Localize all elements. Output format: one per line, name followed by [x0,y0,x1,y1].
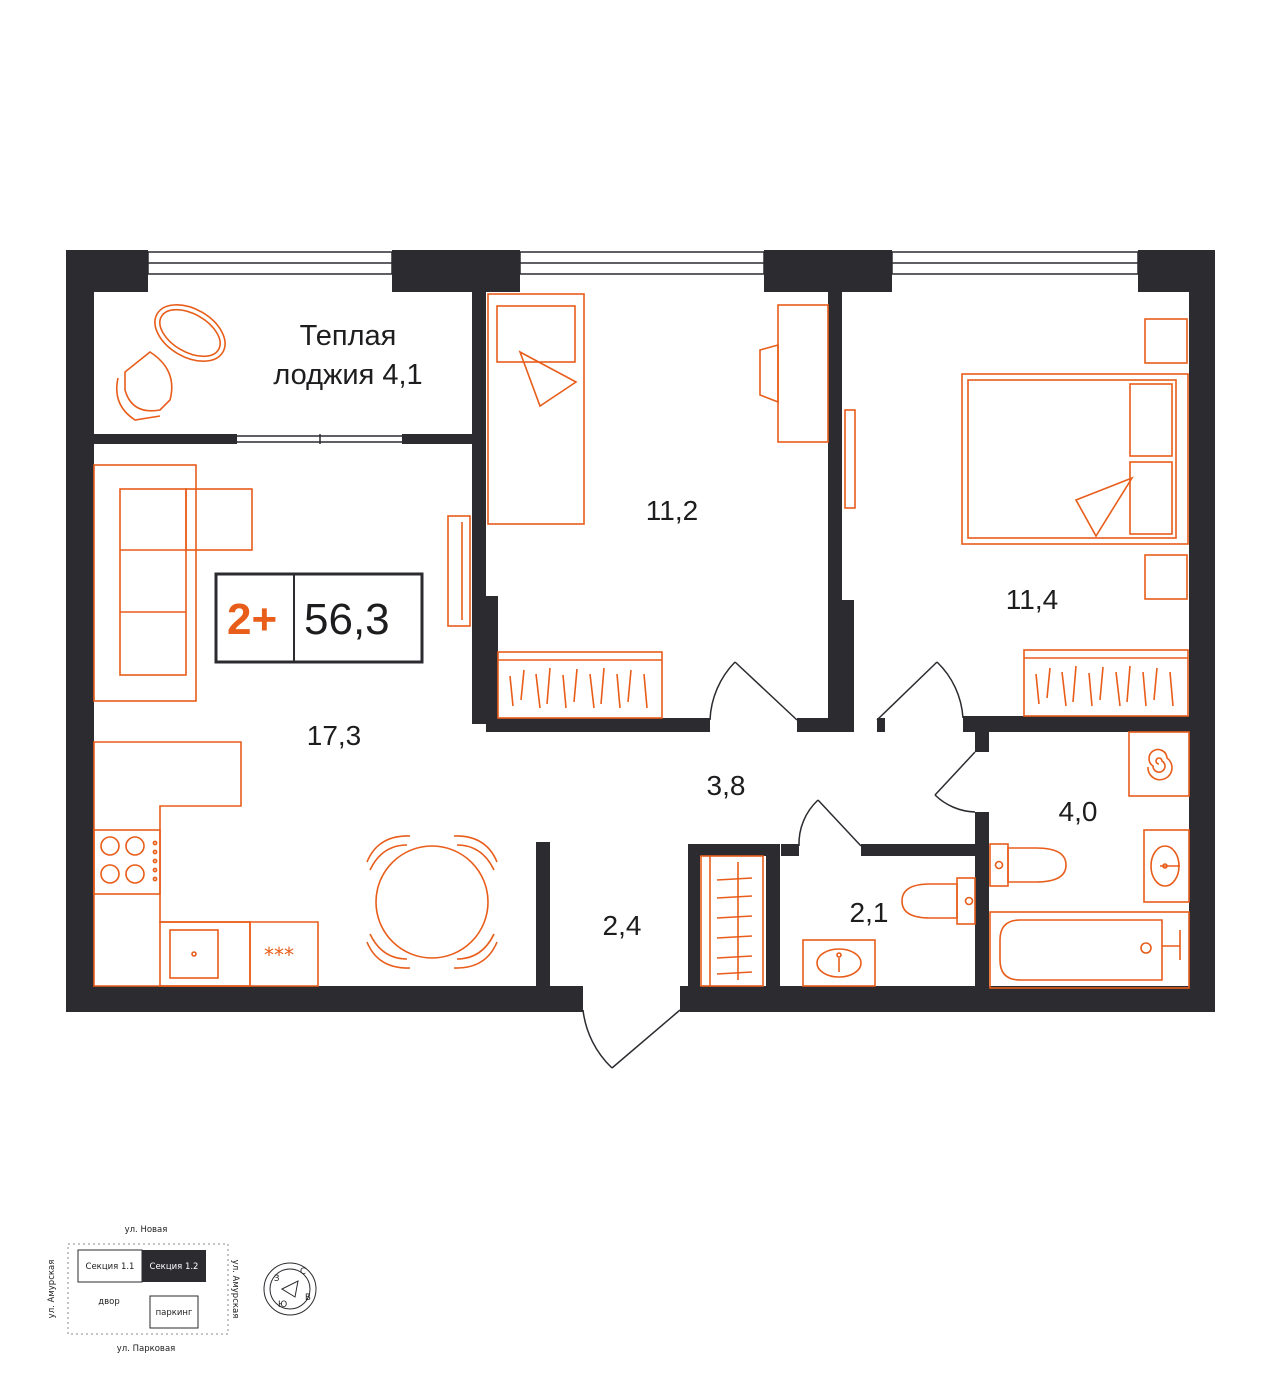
bathtub-icon [989,911,1190,989]
single-bed [487,293,585,525]
section-2: Секция 1.2 [150,1262,199,1272]
hall-closet [700,855,764,987]
sink-icon [1143,829,1190,903]
living-room-area: 17,3 [307,720,362,751]
street-right: ул. Амурская [230,1260,240,1319]
area-badge: 2+ 56,3 [214,572,424,664]
bathroom-area: 4,0 [1059,796,1098,827]
door-swing-icon [582,661,976,1069]
nightstand-top [1144,318,1188,364]
loggia-label-line2: лоджия 4,1 [273,359,422,391]
parking-label: паркинг [156,1308,193,1318]
rooms-count: 2+ [227,595,277,644]
windows [147,251,1139,444]
street-bottom: ул. Парковая [117,1344,176,1354]
loggia-chair [124,351,173,412]
wc-area: 2,1 [850,897,889,928]
loggia-label-line1: Теплая [300,320,397,352]
site-plan: ул. Новая ул. Парковая ул. Амурская ул. … [47,1225,240,1354]
furniture: *** [93,293,1190,989]
dining-table [375,845,489,959]
wardrobe-1 [497,651,663,719]
compass-icon: С В Ю З [263,1262,317,1316]
washing-machine-icon [1128,731,1190,797]
sofa [93,464,197,702]
desk [777,304,829,443]
toilet-icon [989,843,1067,887]
svg-text:***: *** [264,943,294,967]
bedroom-2-area: 11,4 [1006,584,1058,615]
total-area: 56,3 [304,595,390,644]
compass-s: Ю [278,1300,287,1310]
hall-area: 3,8 [707,770,746,801]
walls [66,250,1215,1012]
compass-n: С [300,1267,306,1277]
double-bed [961,373,1189,545]
entrance-area: 2,4 [603,910,642,941]
mirror [844,409,856,509]
street-top: ул. Новая [125,1225,168,1235]
yard-label: двор [98,1297,119,1307]
compass-w: З [274,1274,279,1284]
wardrobe-2 [1023,649,1189,717]
sink-icon [159,921,251,987]
section-1: Секция 1.1 [86,1262,135,1272]
toilet-icon [901,877,976,925]
street-left: ул. Амурская [47,1260,57,1319]
bedroom-1-area: 11,2 [646,495,698,526]
stove-burner-icon [100,836,145,884]
sink-icon [802,939,876,987]
loggia-table [154,304,226,362]
compass-e: В [305,1293,311,1303]
tv [447,515,471,627]
room-labels: Теплая лоджия 4,1 17,3 11,2 11,4 3,8 2,4… [273,320,1097,941]
nightstand-bottom [1144,554,1188,600]
